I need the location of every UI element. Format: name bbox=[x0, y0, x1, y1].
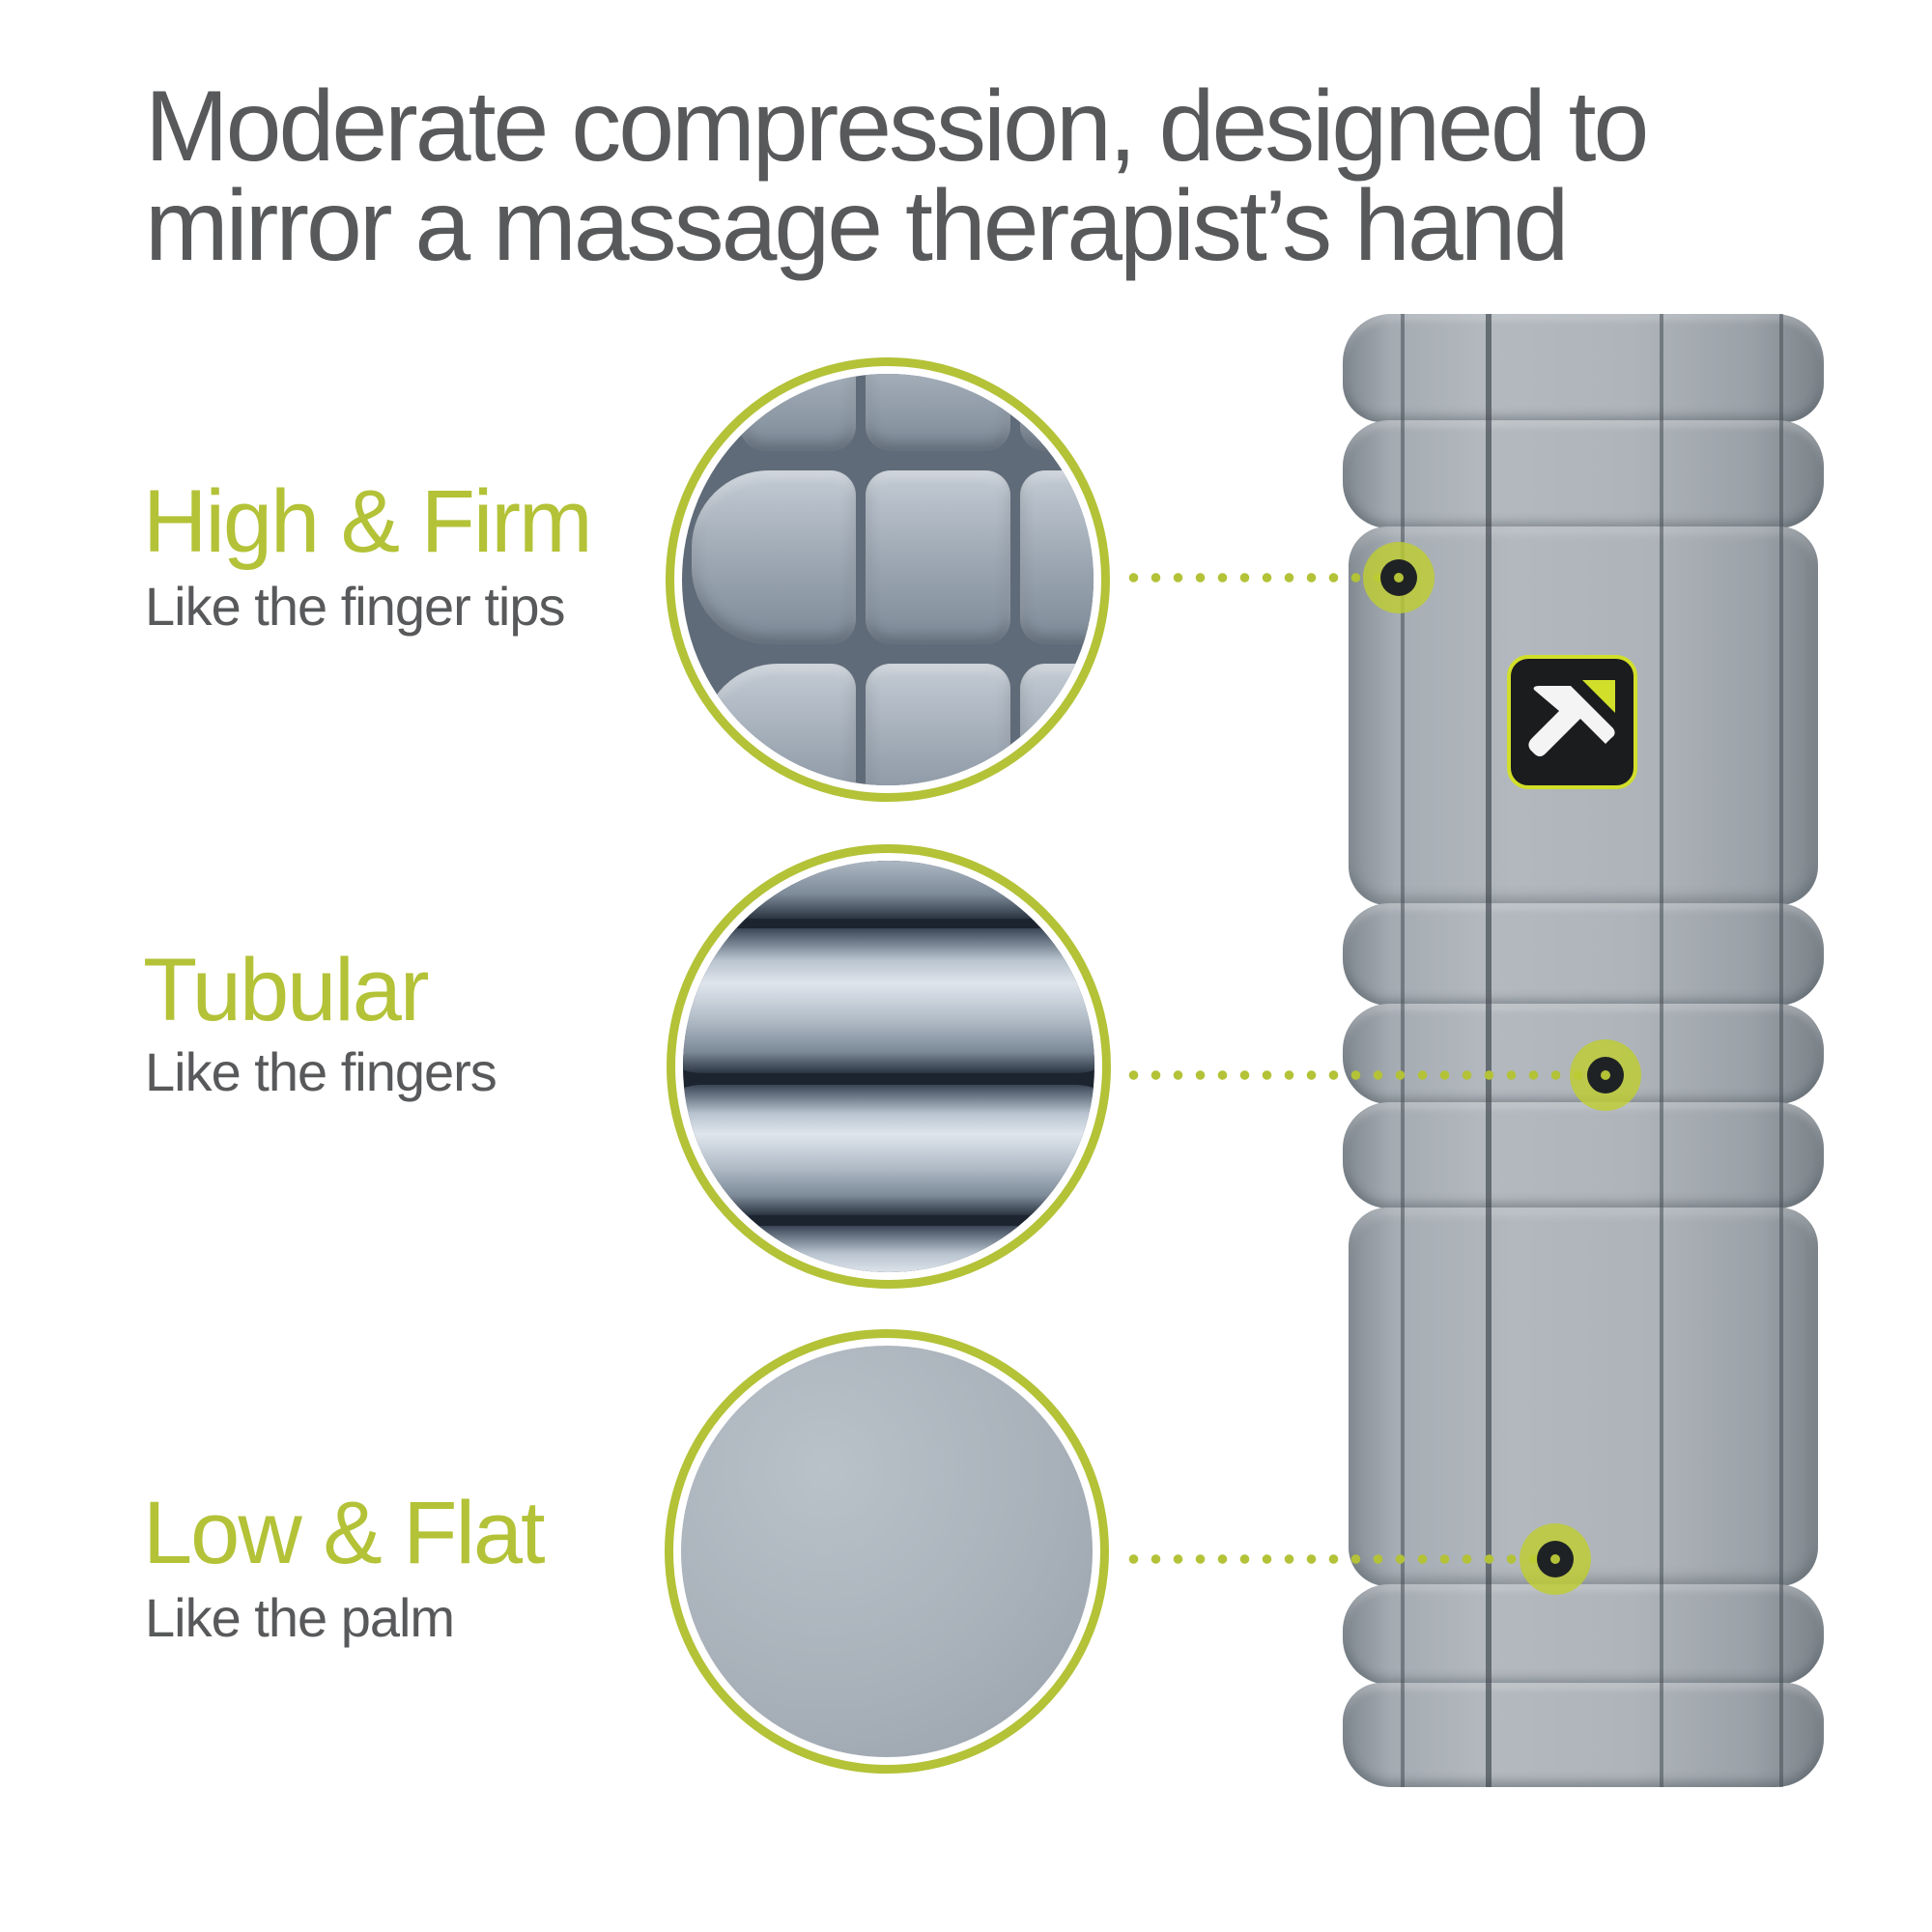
texture-lens-high-firm bbox=[666, 357, 1110, 802]
target-marker-icon bbox=[1520, 1523, 1591, 1595]
feature-title-tubular: Tubular bbox=[143, 941, 430, 1039]
roller-groove bbox=[1660, 314, 1663, 1787]
roller-ring bbox=[1343, 903, 1824, 1006]
feature-subtitle-tubular: Like the fingers bbox=[145, 1041, 497, 1102]
grid-texture-image bbox=[682, 374, 1094, 785]
target-marker-icon bbox=[1570, 1039, 1641, 1111]
connector-dots-low-flat bbox=[1122, 1554, 1538, 1564]
trigger-point-logo-icon bbox=[1507, 655, 1637, 789]
roller-ring bbox=[1343, 1683, 1824, 1787]
flat-texture-image bbox=[681, 1346, 1093, 1757]
heading-line-1: Moderate compression, designed to bbox=[145, 71, 1649, 183]
connector-dots-tubular bbox=[1122, 1070, 1586, 1080]
roller-ring bbox=[1343, 1102, 1824, 1208]
roller-block bbox=[1349, 1208, 1818, 1586]
feature-title-low-flat: Low & Flat bbox=[143, 1484, 546, 1582]
roller-groove bbox=[1779, 314, 1783, 1787]
feature-subtitle-low-flat: Like the palm bbox=[145, 1587, 455, 1648]
heading-line-2: mirror a massage therapist’s hand bbox=[145, 170, 1569, 282]
roller-groove bbox=[1401, 314, 1405, 1787]
feature-subtitle-high-firm: Like the finger tips bbox=[145, 576, 565, 637]
connector-dots-high-firm bbox=[1122, 573, 1383, 582]
roller-ring bbox=[1343, 1584, 1824, 1685]
roller-ring bbox=[1343, 420, 1824, 528]
texture-lens-tubular bbox=[667, 844, 1111, 1289]
roller-groove bbox=[1486, 314, 1492, 1787]
roller-ring bbox=[1343, 314, 1824, 422]
tubular-texture-image bbox=[683, 861, 1094, 1272]
page-heading: Moderate compression, designed to mirror… bbox=[145, 71, 1884, 282]
texture-lens-low-flat bbox=[665, 1329, 1109, 1774]
target-marker-icon bbox=[1363, 542, 1435, 613]
feature-title-high-firm: High & Firm bbox=[143, 472, 593, 571]
